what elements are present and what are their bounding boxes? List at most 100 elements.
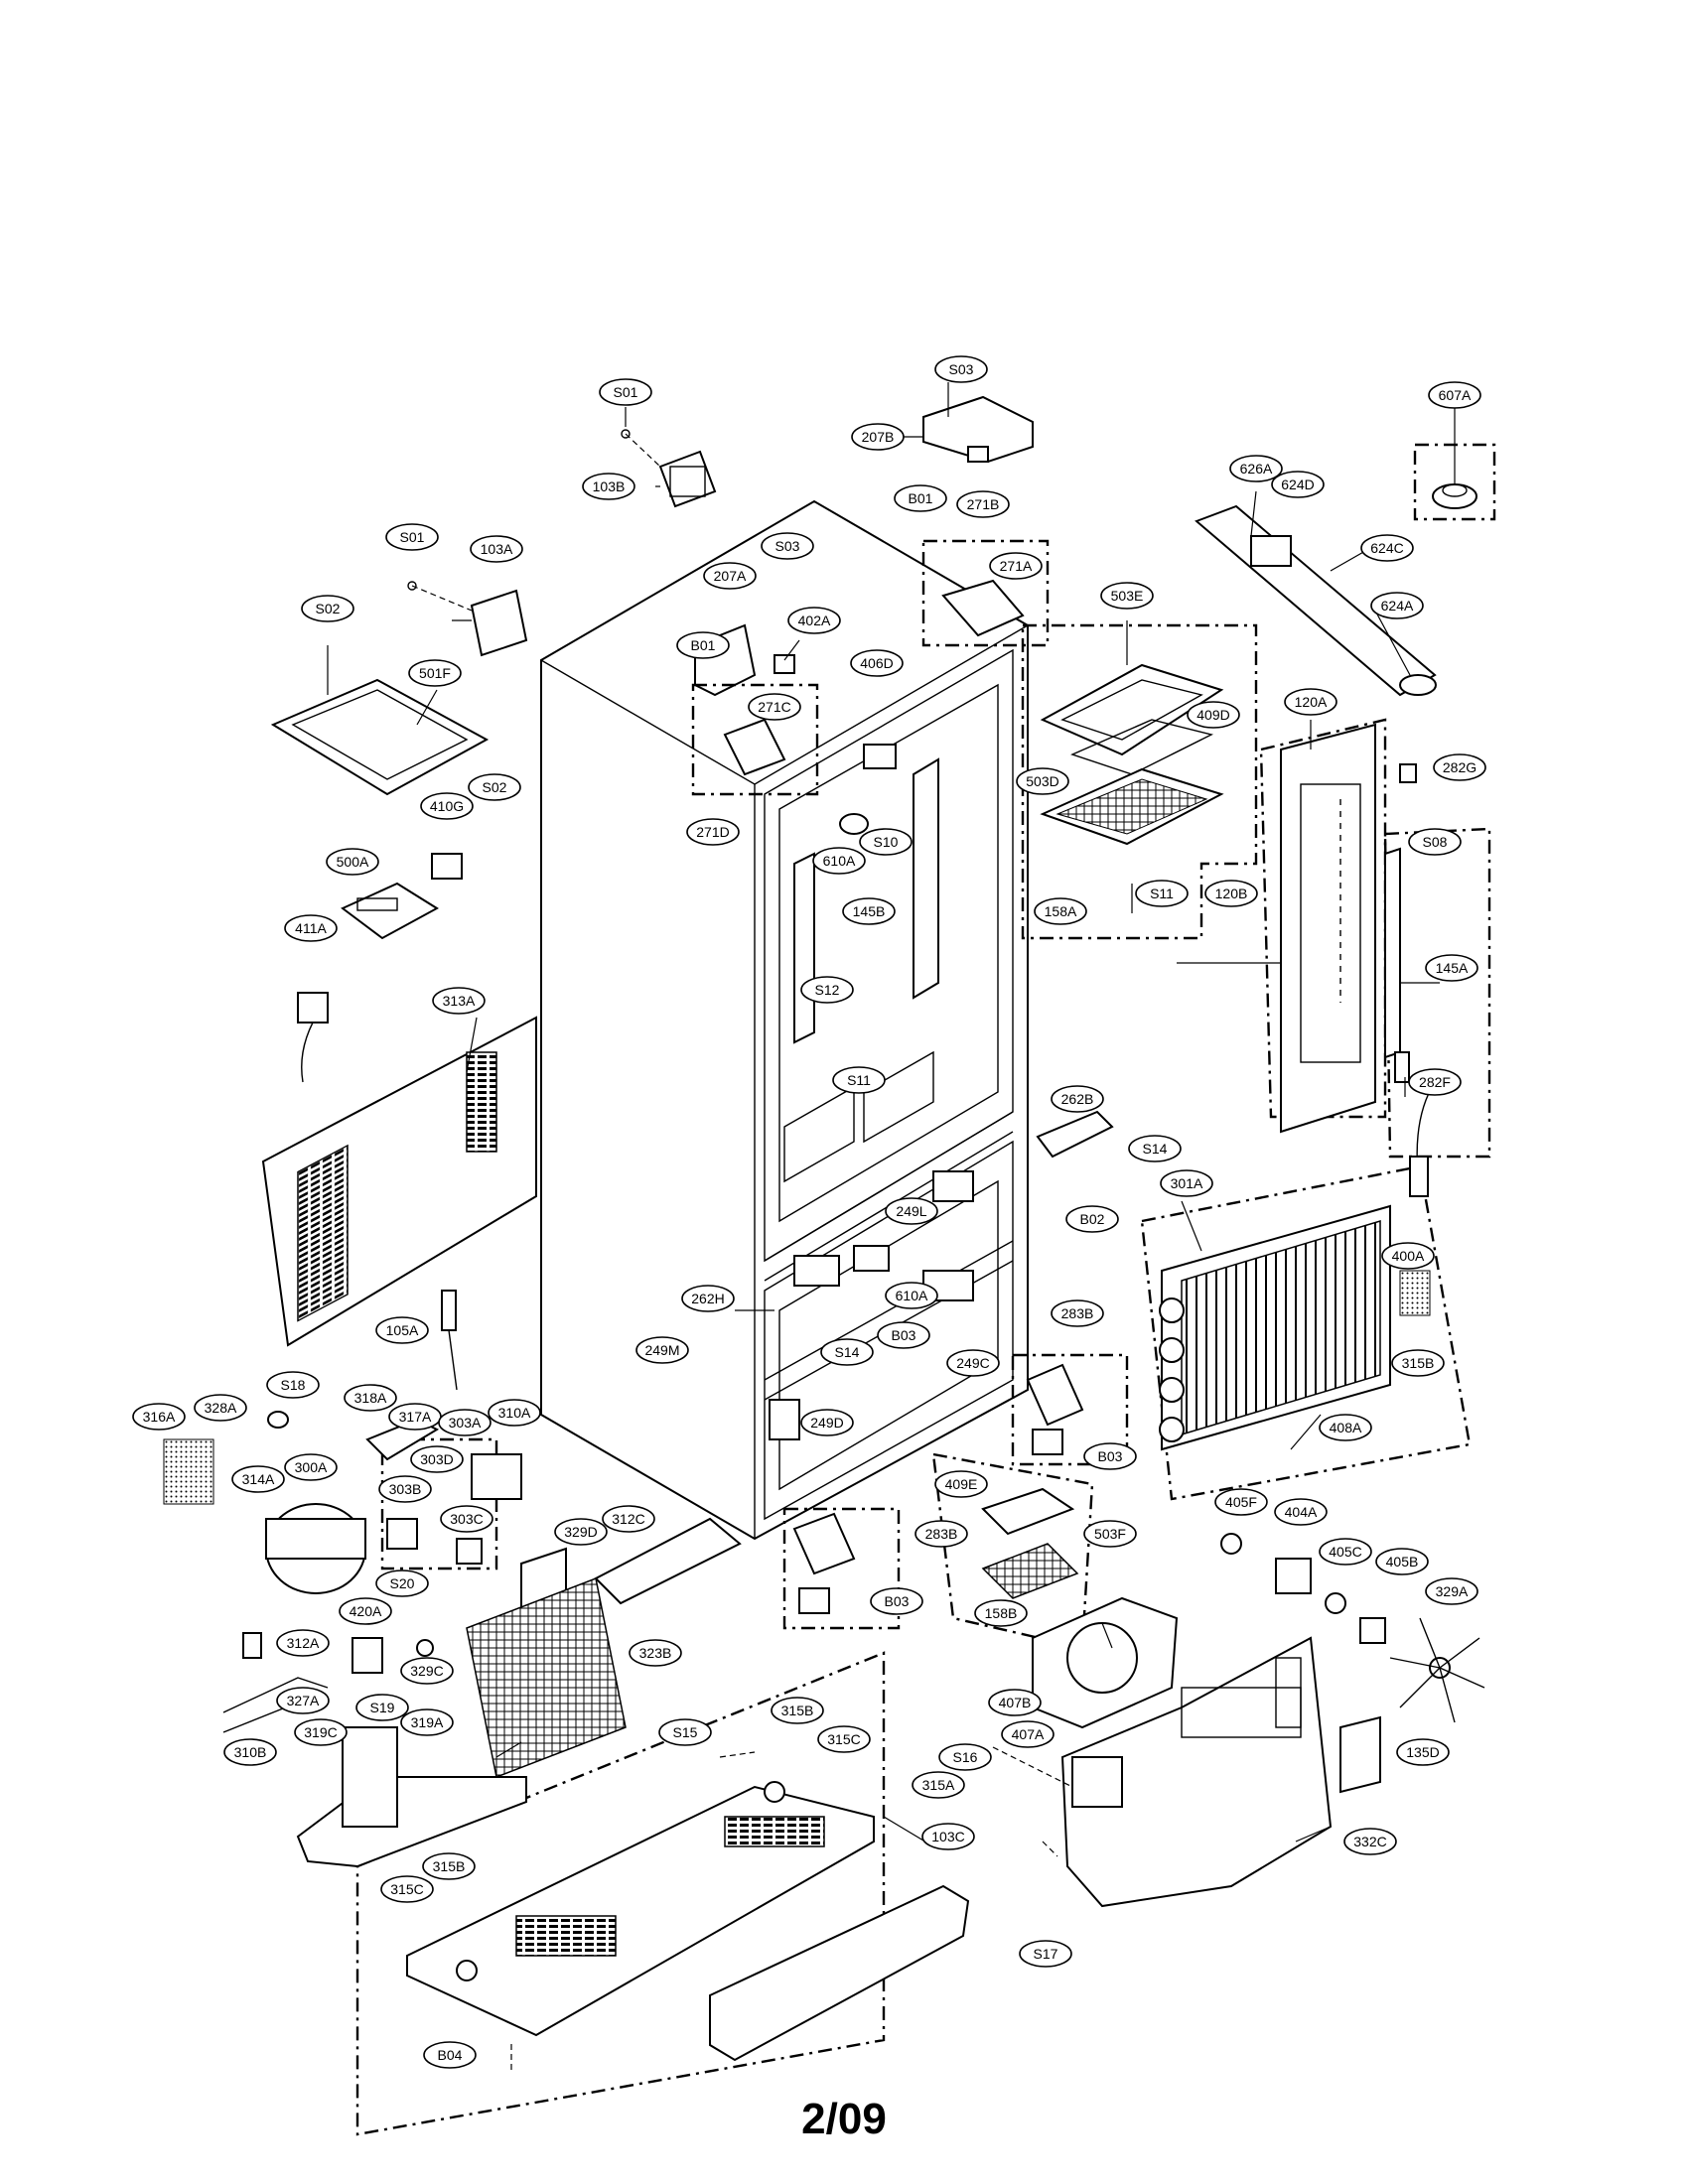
svg-text:B01: B01 [909,490,933,506]
svg-text:404A: 404A [1285,1504,1318,1520]
svg-text:B03: B03 [885,1593,910,1609]
svg-text:S14: S14 [1143,1141,1168,1157]
callout: 303C [440,1505,493,1533]
callout: B01 [894,484,947,512]
svg-text:S19: S19 [370,1700,395,1715]
svg-text:312C: 312C [612,1511,644,1527]
svg-text:207A: 207A [714,568,747,584]
callout: 103C [921,1823,975,1850]
svg-text:303C: 303C [450,1511,483,1527]
callout: 323B [629,1639,682,1667]
svg-text:B01: B01 [691,637,716,653]
svg-text:271D: 271D [696,824,729,840]
svg-text:400A: 400A [1392,1248,1425,1264]
svg-text:103A: 103A [481,541,513,557]
callout: B03 [1083,1442,1137,1470]
callout: 329C [400,1657,454,1685]
callout: S03 [934,355,988,383]
svg-text:501F: 501F [419,665,451,681]
svg-text:103B: 103B [593,478,626,494]
svg-text:303A: 303A [449,1415,482,1431]
callout: 503D [1016,767,1069,795]
svg-text:249C: 249C [956,1355,989,1371]
callout: 300A [284,1453,338,1481]
svg-text:610A: 610A [823,853,856,869]
callout: S01 [385,523,439,551]
machine-compartment [163,1290,875,2037]
callout: 249D [800,1409,854,1436]
mid-right-parts [709,1110,1485,2062]
svg-text:145B: 145B [853,903,886,919]
svg-text:405B: 405B [1386,1554,1419,1570]
callout: 407A [1001,1720,1055,1748]
callout: B03 [877,1321,930,1349]
callout: 407B [988,1689,1042,1716]
svg-text:249L: 249L [896,1203,926,1219]
svg-text:145A: 145A [1436,960,1469,976]
svg-text:120A: 120A [1295,694,1328,710]
callout: 158A [1034,897,1087,925]
callout: 409D [1187,701,1240,729]
callout: 271D [686,818,740,846]
svg-text:503D: 503D [1026,773,1058,789]
callout: 135D [1396,1738,1450,1766]
svg-text:626A: 626A [1240,461,1273,477]
svg-text:329A: 329A [1436,1583,1469,1599]
callout: 610A [885,1282,938,1309]
svg-text:405C: 405C [1329,1544,1361,1560]
callout: 402A [787,607,841,634]
callout: 249M [635,1336,689,1364]
svg-text:301A: 301A [1171,1175,1203,1191]
svg-text:S16: S16 [953,1749,978,1765]
callout: 262B [1051,1085,1104,1113]
svg-text:409E: 409E [945,1476,978,1492]
svg-text:408A: 408A [1330,1420,1362,1435]
callout: S14 [820,1338,874,1366]
svg-text:S02: S02 [483,779,507,795]
callout: 624A [1370,592,1424,619]
callout: S12 [800,976,854,1004]
callout: 303A [438,1409,492,1436]
evaporator [1159,1081,1436,1451]
svg-text:407A: 407A [1012,1726,1045,1742]
svg-text:420A: 420A [350,1603,382,1619]
callout: 303B [378,1475,432,1503]
svg-text:B02: B02 [1080,1211,1105,1227]
callout: 420A [339,1597,392,1625]
svg-text:402A: 402A [798,613,831,628]
fan-blade-icon [1389,1617,1485,1723]
svg-text:105A: 105A [386,1322,419,1338]
callout: 318A [344,1384,397,1412]
callout: 301A [1160,1169,1213,1197]
callout: 404A [1274,1498,1328,1526]
svg-text:S11: S11 [847,1072,871,1088]
svg-text:B03: B03 [1098,1448,1123,1464]
svg-text:S02: S02 [316,601,341,616]
svg-text:624D: 624D [1281,477,1314,492]
callout: 315B [771,1697,824,1724]
callout: 319C [294,1718,348,1746]
svg-text:S17: S17 [1034,1946,1058,1962]
svg-text:B03: B03 [892,1327,916,1343]
callout: S10 [859,828,913,856]
svg-text:303B: 303B [389,1481,422,1497]
callout: 249C [946,1349,1000,1377]
svg-text:407B: 407B [999,1695,1032,1710]
callout: 315C [817,1725,871,1753]
svg-text:271B: 271B [967,496,1000,512]
callout: 315B [422,1852,476,1880]
svg-text:207B: 207B [862,429,895,445]
callout: 315A [912,1771,965,1799]
svg-text:329D: 329D [564,1524,597,1540]
callout: 319A [400,1708,454,1736]
svg-text:323B: 323B [639,1645,672,1661]
callout: S18 [266,1371,320,1399]
svg-text:503F: 503F [1094,1526,1126,1542]
callout: 103B [582,473,635,500]
callout: S11 [1135,880,1189,907]
svg-text:624A: 624A [1381,598,1414,614]
svg-text:313A: 313A [443,993,476,1009]
svg-text:249M: 249M [644,1342,679,1358]
hinge-parts [694,395,1034,776]
callout: 400A [1381,1242,1435,1270]
